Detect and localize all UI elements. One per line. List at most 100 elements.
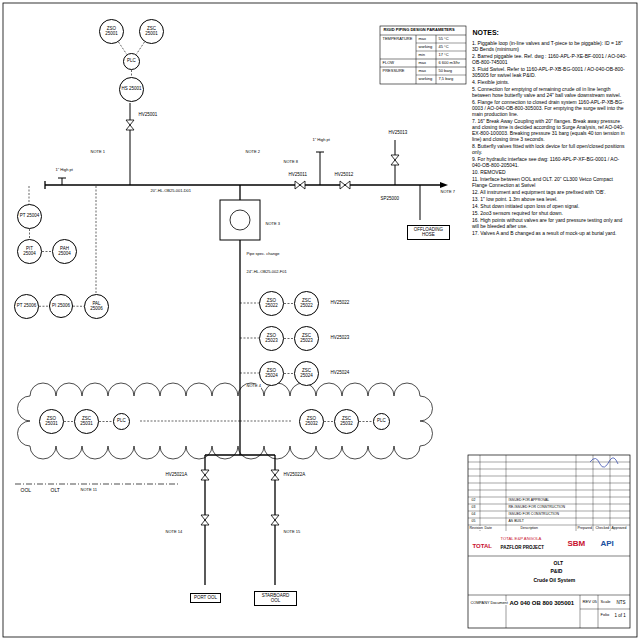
valve-tag: HV25012 [334, 172, 354, 177]
equipment-tag: SP25000 [380, 196, 400, 201]
table-line [468, 595, 630, 596]
pipe-line [45, 184, 440, 185]
line-number: 24"-HL-OB25-002-F01 [246, 270, 287, 275]
note-text: 11. Interface between OOL and OLT. 20" C… [472, 176, 628, 188]
tag-text: PAH 25004 [55, 247, 75, 257]
signal-line [284, 338, 294, 339]
tag-text: ZSC 25022 [297, 299, 317, 309]
valve-tag: HV25011 [288, 172, 307, 177]
note-text: 8. Butterfly valves fitted with lock dev… [472, 143, 628, 155]
title-cell: AS BUILT [508, 519, 524, 523]
title-cell: REV 05 [582, 600, 597, 605]
note-text: 4. Flexible joints. [472, 79, 628, 85]
note-reference: NOTE 1 [90, 150, 105, 155]
table-line [580, 595, 581, 628]
drawing-title: OLT [553, 561, 564, 567]
title-cell: Prepared [577, 526, 592, 530]
table-line [506, 455, 507, 531]
note-text: 12. All instrument and equipment tags ar… [472, 189, 628, 195]
table-line [416, 35, 417, 84]
signal-line [140, 421, 240, 422]
note-text: 6. Flange for connection to closed drain… [472, 99, 628, 117]
title-cell: Scale [600, 600, 611, 605]
note-reference: NOTE 2 [245, 150, 260, 155]
valve-tag: HV25023 [330, 335, 350, 340]
instrument-bubble: ZSO 25024 [259, 361, 284, 386]
equipment-box: STARBOARD OOL [254, 591, 297, 606]
table-line [468, 483, 630, 484]
signal-line [359, 421, 373, 422]
tag-text: OFFLOADING HOSE [411, 228, 447, 238]
signal-line [284, 373, 294, 374]
table-line [468, 490, 630, 491]
tag-text: PI 25006 [52, 304, 70, 309]
table-cell: max [418, 69, 427, 74]
pipe-line [130, 103, 131, 185]
contractor-logo: SBM [567, 539, 586, 548]
valve-symbol [391, 155, 399, 165]
note-reference: NOTE 7 [440, 190, 455, 195]
signal-line [96, 186, 97, 296]
table-line [416, 43, 466, 44]
instrument-bubble: ZSO 25031 [39, 409, 64, 434]
table-cell: TEMPERATURE [382, 37, 413, 42]
table-line [380, 59, 466, 60]
tag-text: ZSC 25023 [297, 334, 317, 344]
instrument-bubble: PLC [123, 53, 140, 70]
interface-label: OLT [50, 488, 60, 494]
instrument-bubble: PLC [373, 413, 390, 430]
contractor-logo: API [600, 539, 614, 548]
instrument-bubble: PT 25004 [17, 204, 42, 229]
notes-heading: NOTES: [472, 29, 499, 37]
title-cell: ISSUED FOR APPROVAL [508, 498, 550, 502]
table-cell: min [418, 53, 425, 58]
signal-line [240, 303, 259, 304]
project-name: PAZFLOR PROJECT [500, 545, 544, 550]
title-cell: RE-ISSUED FOR CONSTRUCTION [508, 505, 566, 509]
table-line [380, 35, 466, 36]
table-heading: RIGID PIPING DESIGN PARAMETERS [383, 28, 455, 33]
instrument-bubble: ZSO 25032 [299, 409, 324, 434]
signal-line [42, 251, 52, 252]
table-cell: max [418, 37, 427, 42]
signal-line [131, 70, 132, 77]
tag-text: ZSO 25022 [262, 299, 282, 309]
signal-line [99, 421, 113, 422]
swivel-symbol [230, 210, 250, 230]
tag-text: ZSC 25024 [297, 369, 317, 379]
table-cell: 55 °C [438, 37, 449, 42]
company-logo: TOTAL [472, 543, 492, 550]
equipment-box: OFFLOADING HOSE [407, 225, 450, 240]
signature [590, 458, 618, 467]
signal-line [136, 42, 144, 55]
table-line [580, 609, 630, 610]
title-cell: 03 [471, 505, 476, 509]
instrument-bubble: ZSO 25023 [259, 326, 284, 351]
title-cell: Description [520, 526, 539, 530]
interface-label: OOL [20, 488, 32, 494]
equipment-box: PORT OOL [190, 593, 221, 603]
valve-tag: HV25022 [330, 300, 350, 305]
signal-line [240, 338, 259, 339]
table-line [598, 595, 599, 628]
tag-text: HS 25001 [122, 87, 142, 92]
tag-text: ZSO 25032 [302, 417, 322, 427]
instrument-bubble: PAL 25006 [84, 294, 109, 319]
note-text: 9. For hydraulic interface see dwg: 1160… [472, 156, 628, 168]
revision-cloud [17, 383, 432, 459]
title-cell: 1 of 1 [614, 613, 626, 618]
pipe-line [62, 178, 63, 185]
flange-symbol [44, 181, 45, 189]
tag-text: ZSC 25031 [77, 417, 97, 427]
table-line [468, 462, 630, 463]
title-cell: Revision [469, 526, 483, 530]
title-cell: Approved [611, 526, 627, 530]
valve-symbol [201, 515, 209, 525]
valve-tag: HV25021A [165, 472, 188, 477]
valve-symbol [295, 181, 305, 189]
instrument-bubble: PT 25006 [14, 294, 39, 319]
valve-symbol [340, 181, 350, 189]
note-reference: NOTE 3 [265, 222, 280, 227]
note-text: 1. Piggable loop (in-line valves and T-p… [472, 40, 628, 52]
signal-line [324, 421, 334, 422]
